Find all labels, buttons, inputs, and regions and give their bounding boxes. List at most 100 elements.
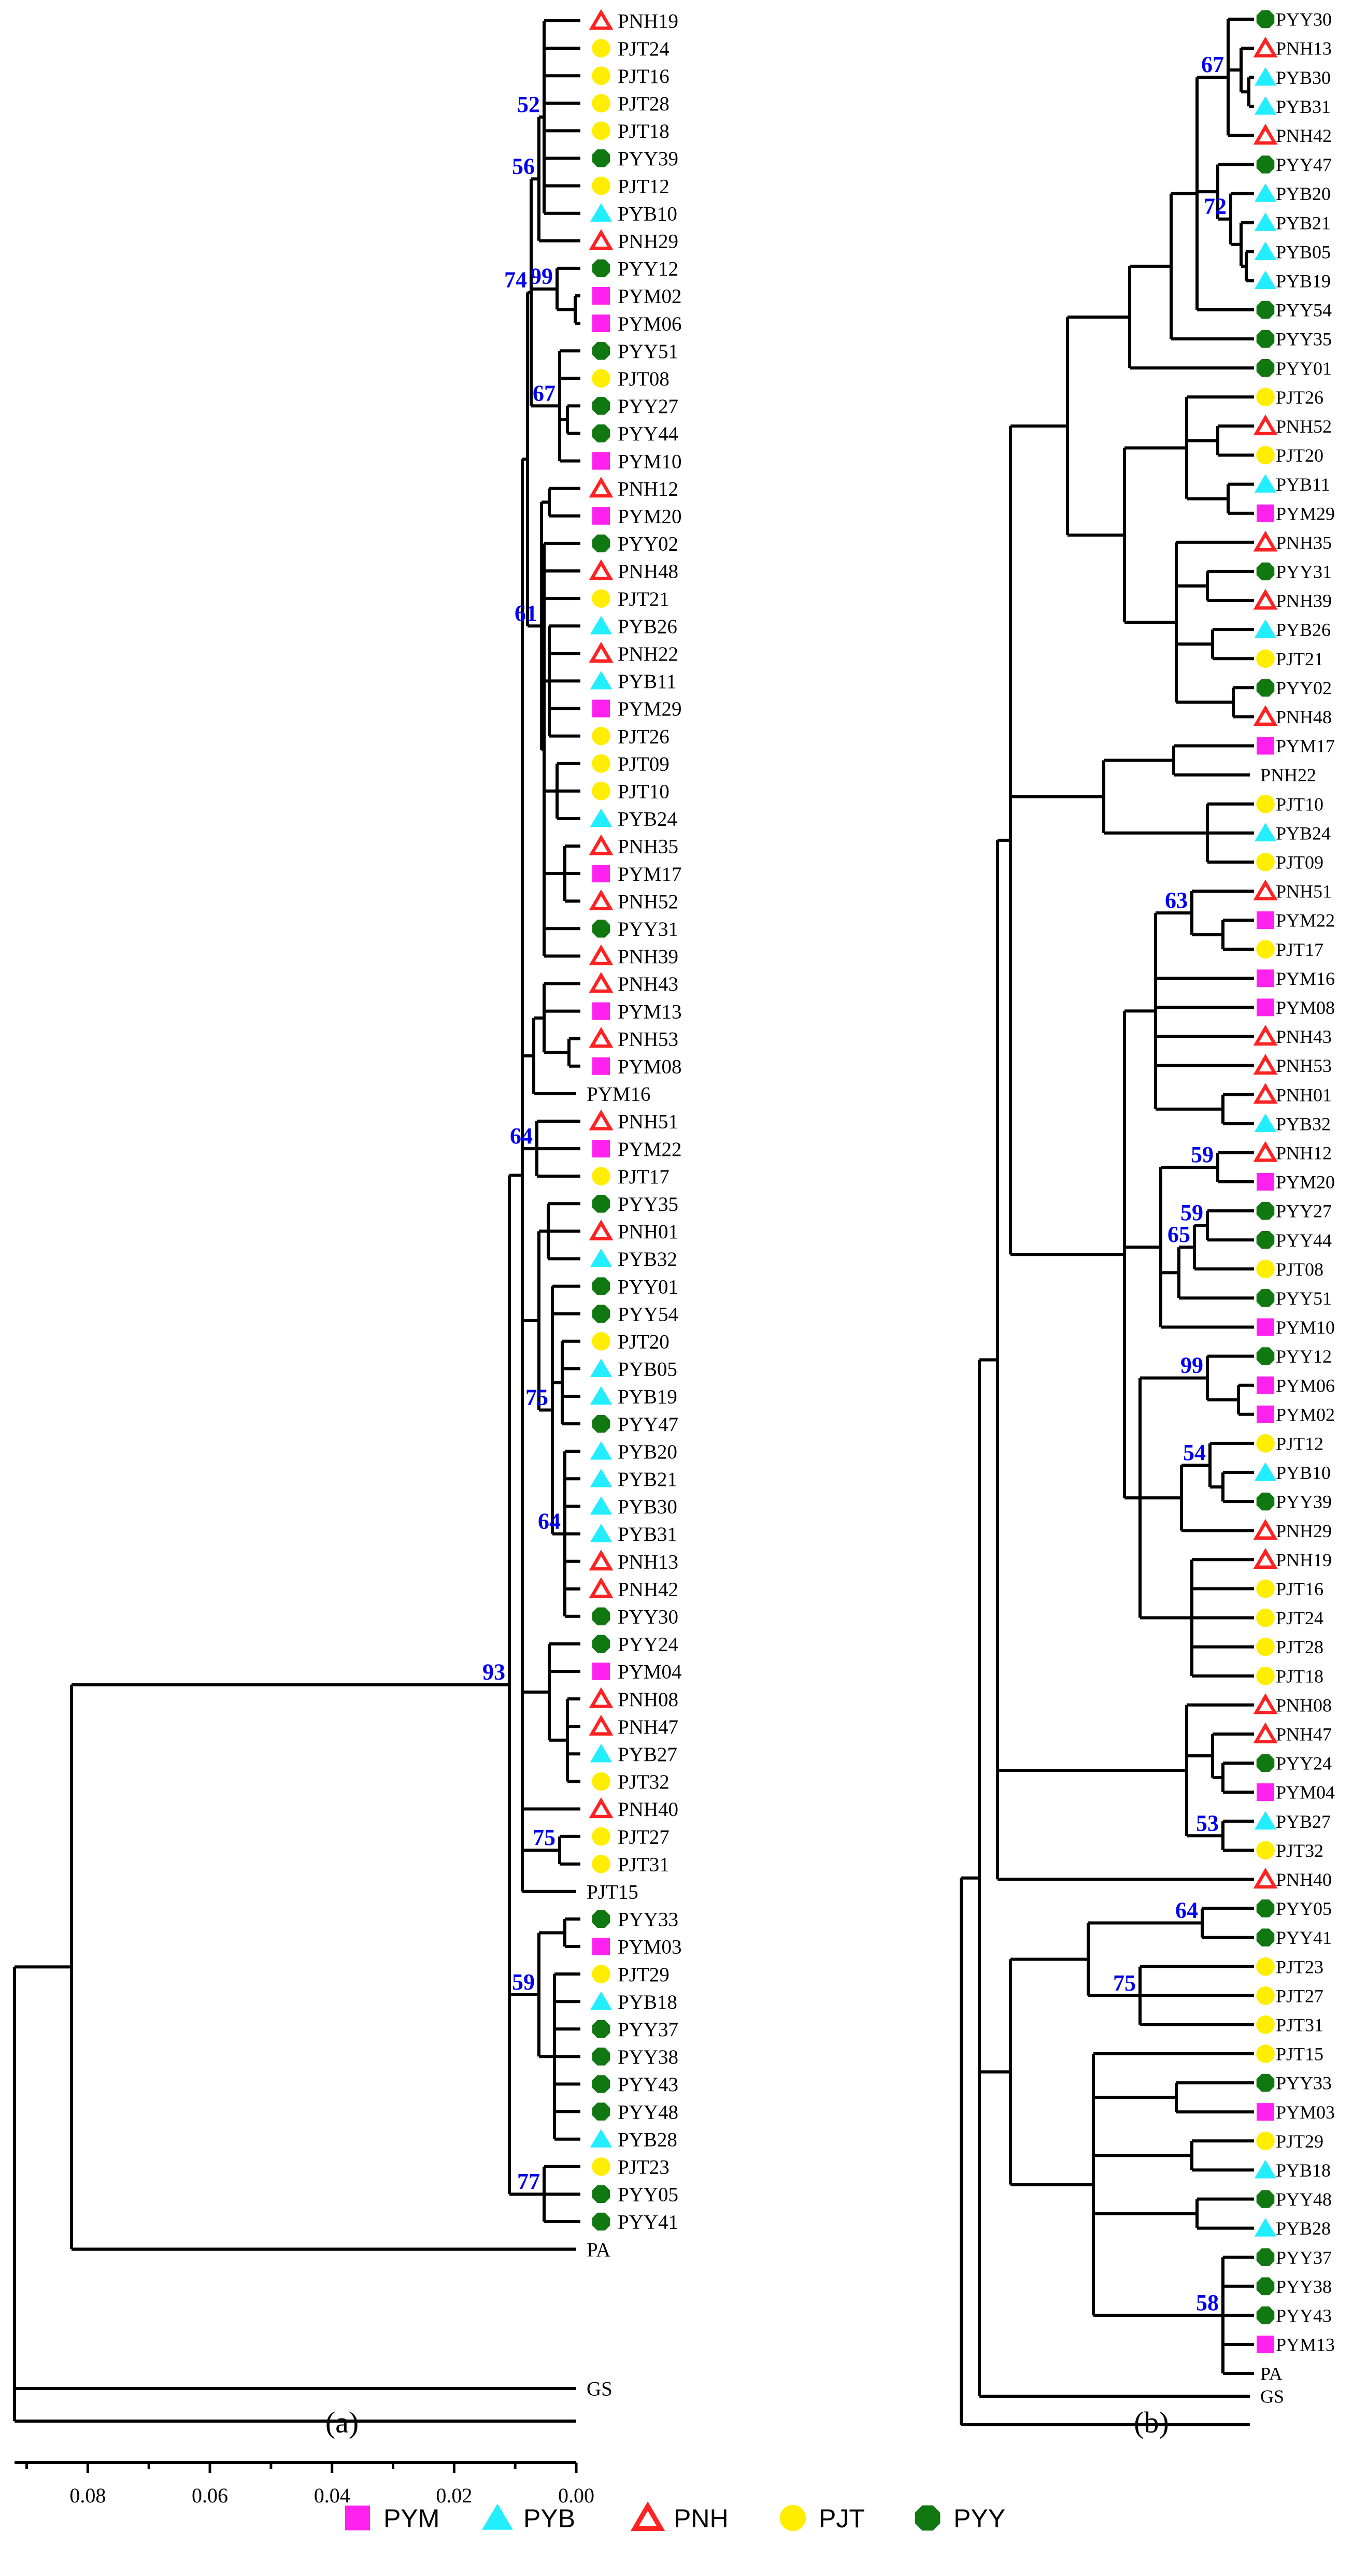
filled-octagon-icon	[1256, 1899, 1275, 1917]
filled-circle-icon	[592, 1772, 610, 1791]
filled-octagon-icon	[1256, 2306, 1275, 2325]
legend-item-pyy: PYY	[915, 2504, 1005, 2533]
tip-label: PNH47	[1276, 1724, 1332, 1745]
bootstrap-value: 93	[482, 1659, 505, 1685]
filled-square-icon	[592, 699, 610, 718]
tip: PJT15	[587, 1881, 638, 1903]
filled-octagon-icon	[592, 2212, 610, 2231]
filled-triangle-icon	[1254, 212, 1277, 231]
tip: PNH12	[589, 477, 678, 500]
tip-label: PYY31	[618, 918, 678, 940]
tip: PYY44	[592, 423, 678, 445]
filled-triangle-icon	[1254, 619, 1277, 638]
tip: PYM17	[1257, 736, 1335, 756]
tip-label: PYY12	[1276, 1346, 1332, 1367]
tip-label: PNH51	[1276, 881, 1332, 902]
tip-label: PYB32	[1276, 1113, 1331, 1134]
tip: PYB11	[590, 670, 676, 693]
filled-octagon-icon	[915, 2505, 941, 2531]
tip: PNH51	[589, 1109, 678, 1133]
tip: PJT09	[592, 753, 670, 775]
filled-circle-icon	[592, 781, 610, 800]
tip-label: PNH42	[618, 1578, 678, 1600]
tip: PYB20	[1254, 183, 1331, 204]
tip-label: PNH13	[1276, 38, 1332, 59]
tip-label: PA	[1260, 2364, 1283, 2384]
tip: PYY01	[592, 1276, 678, 1298]
bootstrap-value: 64	[1175, 1898, 1198, 1923]
bootstrap-value: 99	[530, 264, 553, 289]
tip: PJT18	[592, 120, 670, 142]
tip: PYM29	[1257, 503, 1335, 524]
filled-circle-icon	[1256, 388, 1275, 407]
tip: PNH53	[589, 1027, 678, 1050]
tip: PYM03	[592, 1936, 682, 1958]
tip-label: PYM17	[1276, 736, 1335, 756]
tip: PYM20	[1257, 1172, 1335, 1193]
tip: PJT10	[1256, 794, 1323, 814]
tip-label: PYB26	[618, 616, 677, 638]
tip: PYB31	[1254, 96, 1331, 117]
tip-label: PYY01	[1276, 358, 1332, 379]
open-triangle-icon	[1253, 589, 1278, 610]
open-triangle-icon	[589, 559, 614, 580]
tip-label: PNH12	[618, 478, 678, 500]
tip-label: PNH19	[618, 10, 678, 33]
tip: PJT21	[592, 588, 670, 610]
filled-circle-icon	[592, 369, 610, 388]
filled-circle-icon	[592, 1827, 610, 1846]
tip-label: PYY48	[618, 2101, 678, 2123]
tip-label: PYM04	[1276, 1782, 1335, 1803]
filled-circle-icon	[592, 39, 610, 58]
tip-label: PYY05	[618, 2184, 678, 2206]
filled-circle-icon	[592, 1965, 610, 1983]
tip-label: PYB31	[618, 1523, 677, 1545]
open-triangle-icon	[1253, 36, 1278, 58]
tip-label: PYB11	[618, 670, 676, 693]
tip: PYY43	[1256, 2306, 1332, 2326]
filled-triangle-icon	[590, 1496, 613, 1515]
filled-triangle-icon	[1254, 474, 1277, 493]
tip: PNH43	[589, 971, 678, 995]
filled-square-icon	[1257, 998, 1274, 1017]
filled-octagon-icon	[1256, 1347, 1275, 1365]
tip-label: PJT24	[1276, 1608, 1323, 1628]
tip: PYB10	[590, 203, 677, 225]
open-triangle-icon	[589, 9, 614, 30]
tip-label: PJT20	[618, 1330, 670, 1353]
filled-triangle-icon	[482, 2503, 513, 2530]
filled-triangle-icon	[1254, 823, 1277, 841]
axis-tick-label: 0.02	[436, 2484, 472, 2507]
bootstrap-value: 59	[512, 1969, 535, 1995]
tip: PYM29	[592, 698, 682, 720]
tip-label: PJT08	[618, 368, 670, 390]
tip-label: PYY01	[618, 1276, 678, 1298]
tip-label: PYM29	[1276, 503, 1335, 524]
filled-octagon-icon	[1256, 679, 1275, 697]
tip: PNH22	[589, 641, 678, 665]
legend-item-pjt: PJT	[779, 2504, 865, 2533]
filled-circle-icon	[1256, 2015, 1275, 2034]
open-triangle-icon	[589, 889, 614, 910]
legend-item-pyb: PYB	[482, 2503, 575, 2533]
filled-square-icon	[592, 1140, 610, 1158]
filled-octagon-icon	[1256, 10, 1275, 28]
tip: PNH39	[589, 944, 678, 968]
tip: PYY02	[592, 533, 678, 555]
tip: PNH08	[1253, 1693, 1332, 1715]
open-triangle-icon	[630, 2501, 665, 2531]
tip-label: PYM13	[618, 1000, 682, 1023]
filled-circle-icon	[1256, 1608, 1275, 1627]
tip: PYM02	[592, 285, 682, 308]
tip-label: PYY30	[618, 1606, 678, 1628]
tip-label: PJT09	[618, 753, 670, 775]
tip-label: PJT16	[1276, 1579, 1323, 1599]
bootstrap-value: 75	[533, 1825, 556, 1850]
tip-label: PJT10	[618, 780, 670, 803]
filled-square-icon	[1257, 1783, 1274, 1801]
tip-label: PJT23	[1276, 1956, 1323, 1977]
legend-label: PJT	[819, 2504, 865, 2533]
bootstrap-value: 75	[1113, 1970, 1136, 1996]
tip-label: PJT15	[587, 1881, 638, 1903]
filled-square-icon	[592, 1663, 610, 1680]
